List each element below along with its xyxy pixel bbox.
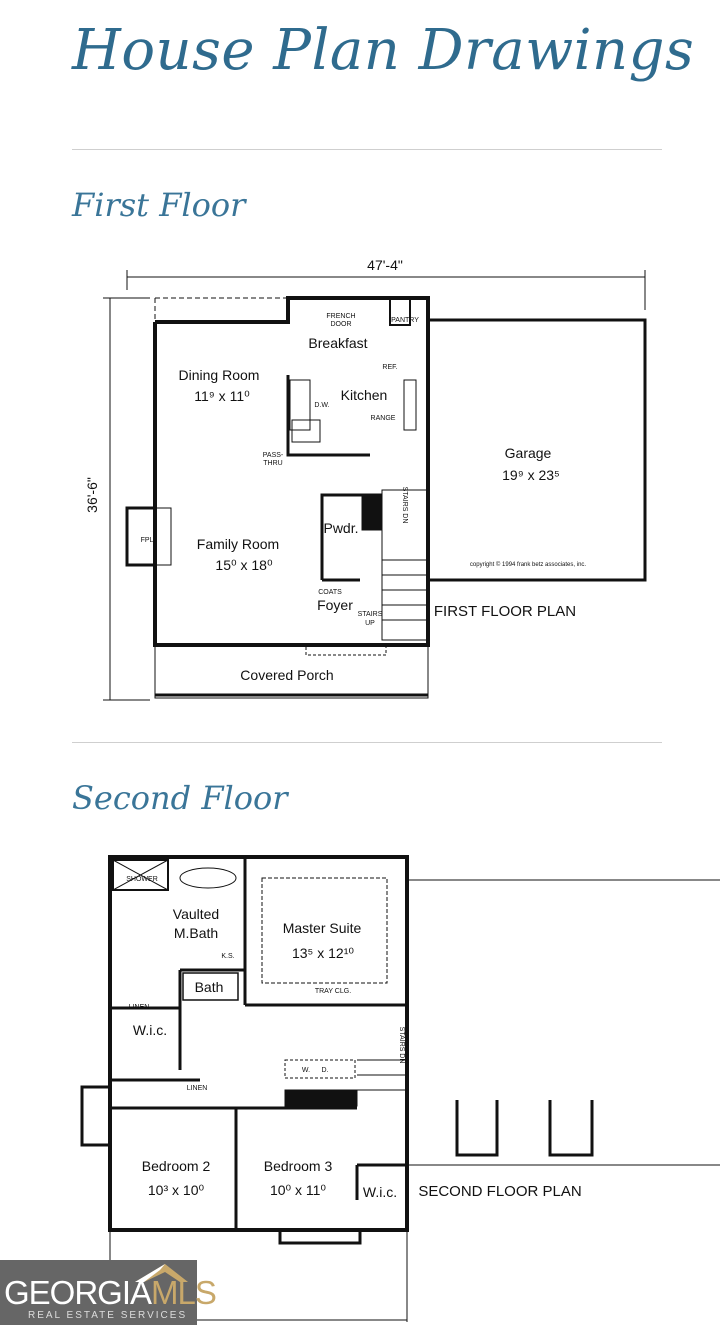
first-floor-heading: First Floor	[72, 186, 246, 224]
label-stairs-up: UP	[365, 620, 375, 627]
bedroom-2-size: 10³ x 10⁰	[148, 1182, 205, 1198]
label-fireplace: FPL.	[141, 537, 156, 544]
label-linen: LINEN	[129, 1004, 150, 1011]
plan-title: FIRST FLOOR PLAN	[434, 603, 576, 620]
page-title: House Plan Drawings	[72, 18, 695, 83]
label-tray-ceiling: TRAY CLG.	[315, 988, 351, 995]
width-dimension: 47'-4"	[367, 257, 403, 273]
label-ks: K.S.	[221, 953, 234, 960]
label-walk-in-closet: W.i.c.	[133, 1022, 167, 1038]
label-family-room: Family Room	[197, 536, 279, 552]
master-suite-size: 13⁵ x 12¹⁰	[292, 945, 354, 961]
label-dishwasher: D.W.	[314, 402, 329, 409]
label-linen: LINEN	[187, 1085, 208, 1092]
label-french-door: FRENCH	[326, 313, 355, 320]
logo-brand-accent: MLS	[151, 1274, 217, 1311]
label-walk-in-closet: W.i.c.	[363, 1184, 397, 1200]
label-vaulted: Vaulted	[173, 906, 219, 922]
label-stairs-up: STAIRS	[358, 611, 383, 618]
first-floor-plan: 47'-4" 36'-6" FRENCH DOOR PANTRY Breakfa…	[84, 257, 647, 701]
label-master-bath: M.Bath	[174, 925, 218, 941]
logo-brand: GEORGIA	[4, 1274, 152, 1311]
label-french-door: DOOR	[331, 321, 352, 328]
label-bedroom-3: Bedroom 3	[264, 1158, 333, 1174]
roof-icon	[135, 1264, 188, 1282]
label-kitchen: Kitchen	[341, 387, 388, 403]
label-garage: Garage	[505, 445, 552, 461]
label-dryer: D.	[322, 1067, 329, 1074]
label-pass-thru: PASS-	[263, 452, 284, 459]
label-dining-room: Dining Room	[179, 367, 260, 383]
second-floor-heading: Second Floor	[72, 779, 288, 817]
label-coats: COATS	[318, 589, 342, 596]
label-bath: Bath	[195, 979, 224, 995]
label-breakfast: Breakfast	[308, 335, 367, 351]
divider	[72, 742, 662, 743]
garage-size: 19⁹ x 23⁵	[502, 467, 560, 483]
label-stairs-down: STAIRS DN	[398, 1027, 405, 1064]
georgia-mls-logo: GEORGIAMLS REAL ESTATE SERVICES	[0, 1260, 217, 1325]
label-master-suite: Master Suite	[283, 920, 362, 936]
copyright-note: copyright © 1994 frank betz associates, …	[470, 561, 586, 568]
label-ref: REF.	[382, 364, 397, 371]
label-foyer: Foyer	[317, 597, 353, 613]
bedroom-3-size: 10⁰ x 11⁰	[270, 1182, 326, 1198]
logo-tagline: REAL ESTATE SERVICES	[28, 1310, 188, 1321]
depth-dimension: 36'-6"	[84, 477, 100, 513]
label-bedroom-2: Bedroom 2	[142, 1158, 211, 1174]
label-range: RANGE	[371, 415, 396, 422]
label-pass-thru: THRU	[263, 460, 282, 467]
family-room-size: 15⁰ x 18⁰	[215, 557, 273, 573]
label-stairs-down: STAIRS DN	[401, 487, 408, 524]
plan-title: SECOND FLOOR PLAN	[418, 1183, 581, 1200]
second-floor-plan: SHOWER Vaulted M.Bath Master Suite 13⁵ x…	[80, 855, 720, 1322]
dining-room-size: 11⁹ x 11⁰	[194, 388, 250, 404]
label-covered-porch: Covered Porch	[240, 667, 333, 683]
label-shower: SHOWER	[126, 876, 158, 883]
label-washer: W.	[302, 1067, 310, 1074]
label-powder-room: Pwdr.	[323, 520, 358, 536]
divider	[72, 149, 662, 150]
label-pantry: PANTRY	[391, 317, 419, 324]
